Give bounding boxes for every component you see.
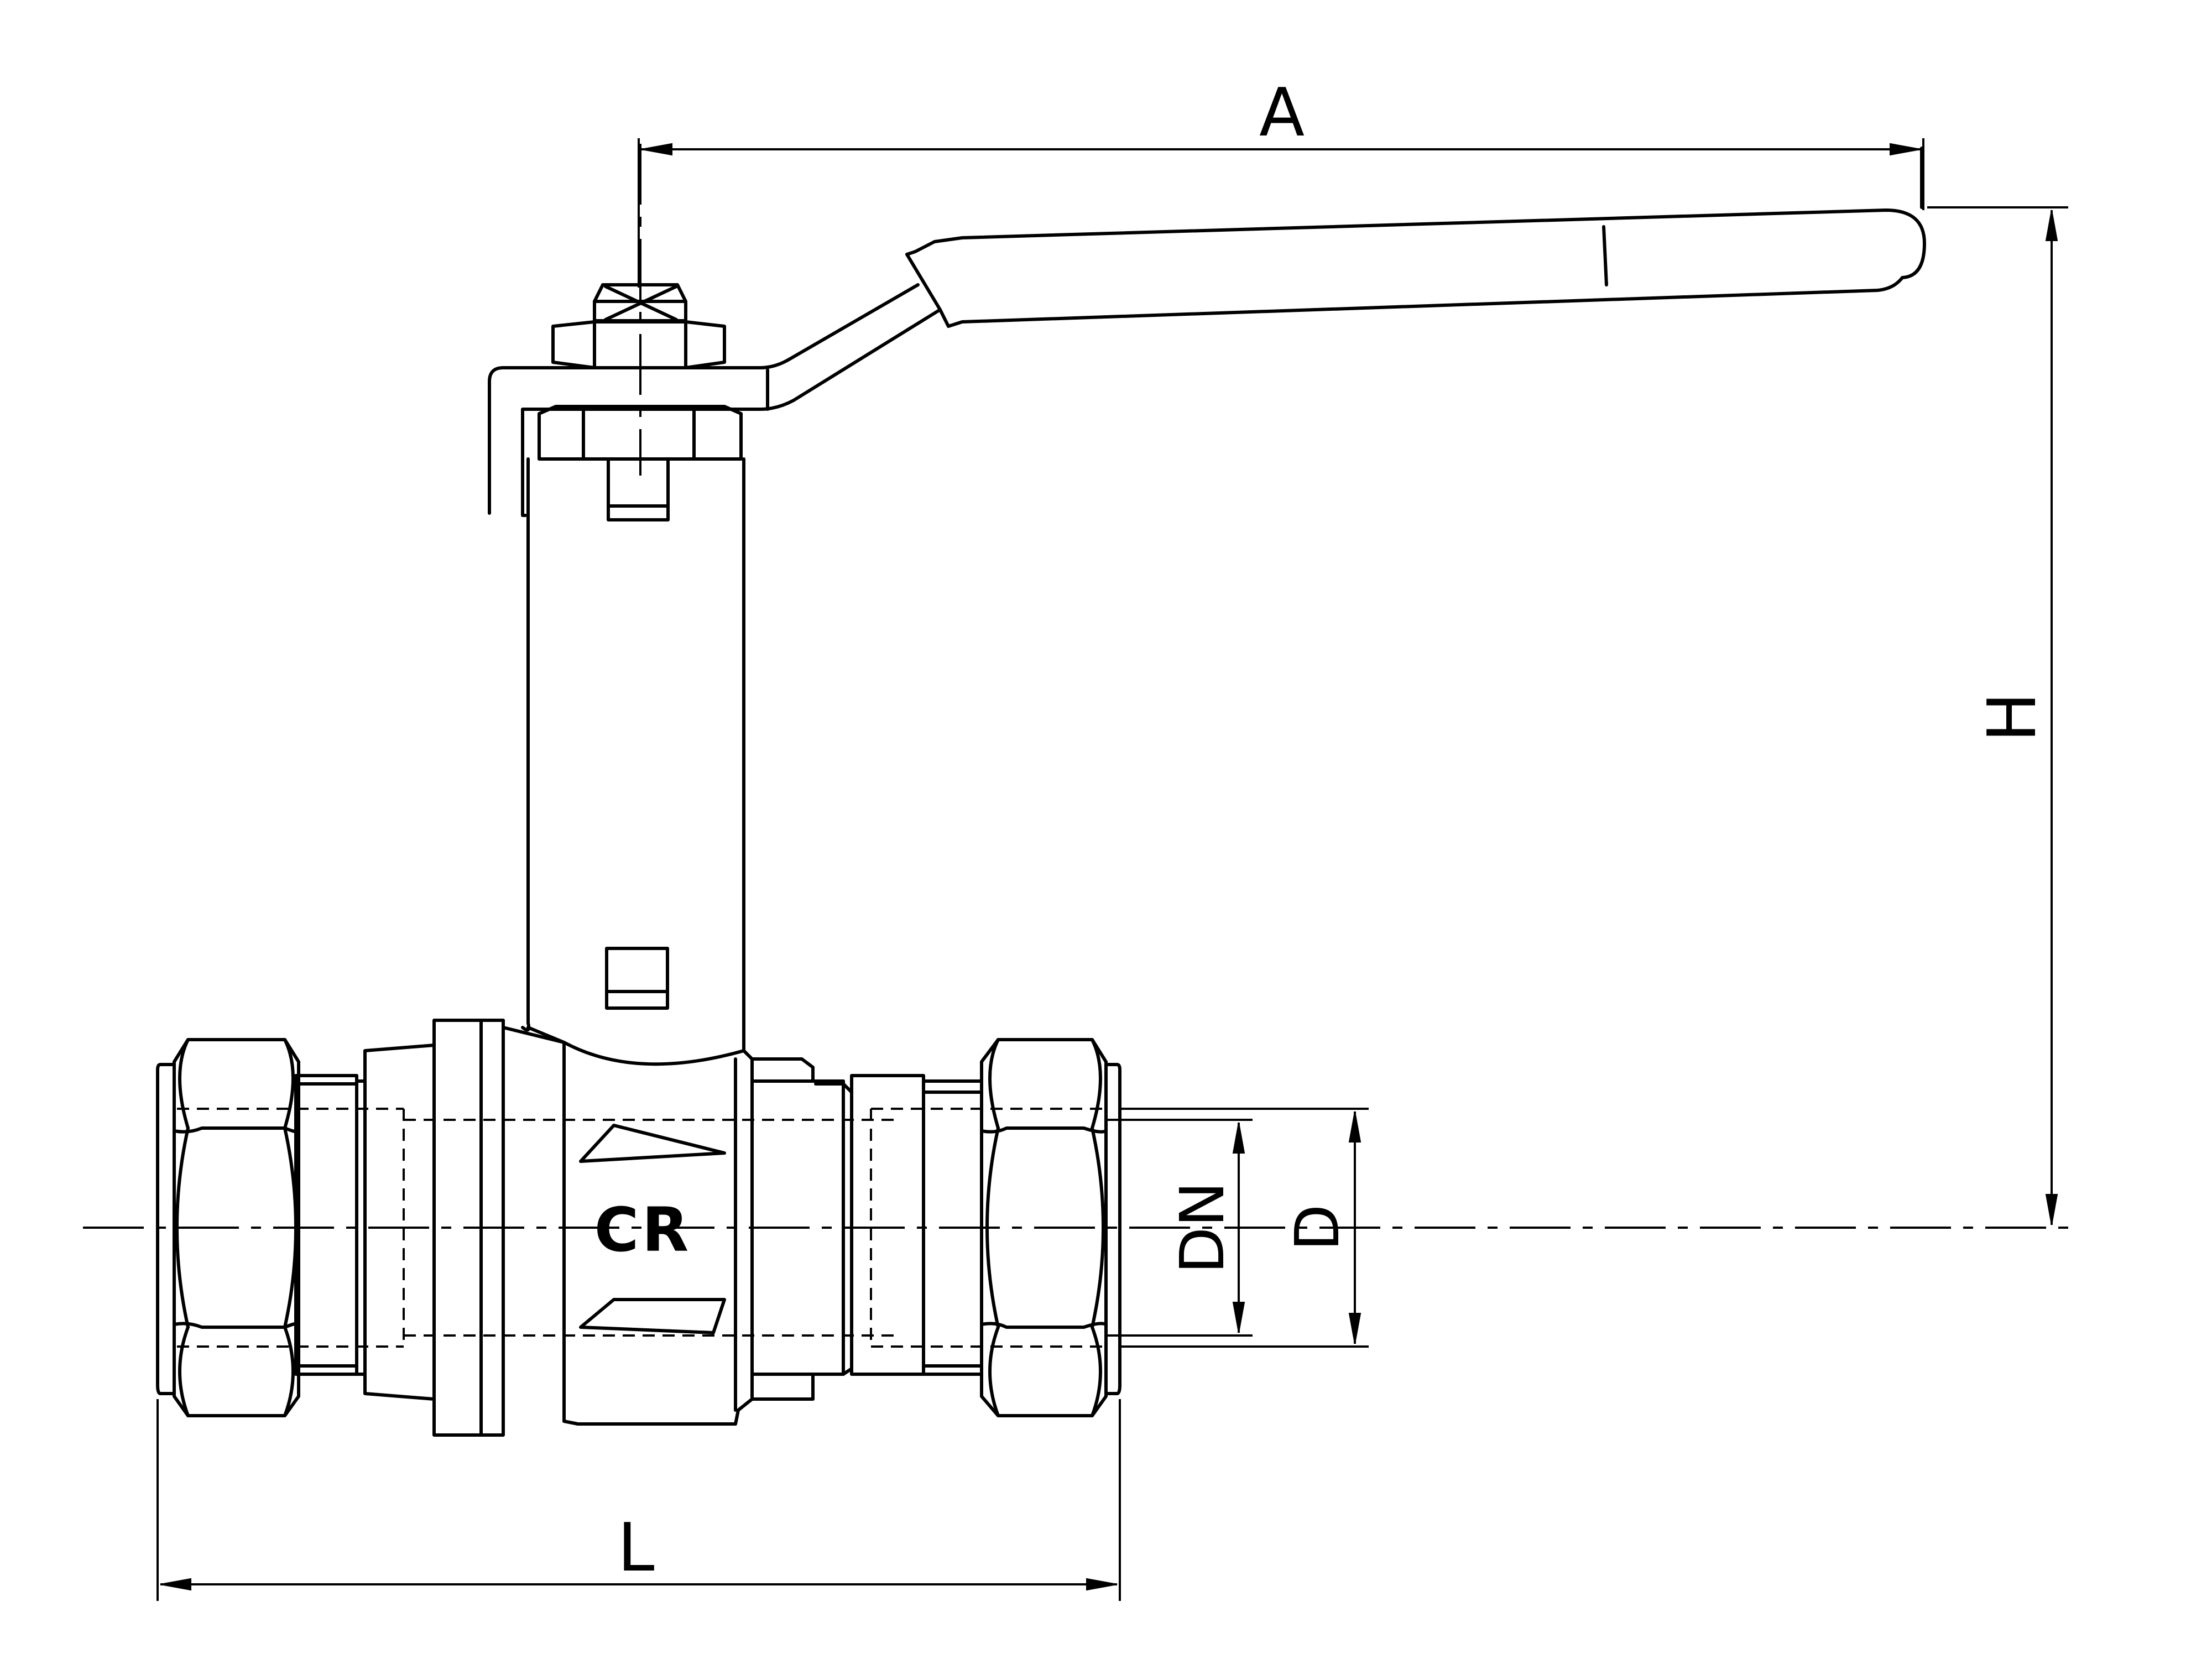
stem-nut — [538, 405, 743, 461]
dimension-h-label: H — [1974, 692, 2051, 742]
dimension-dn-label: DN — [1167, 1182, 1238, 1274]
dimension-dn: DN — [1106, 1119, 1253, 1337]
dimension-h: H — [1927, 206, 2068, 1225]
left-coupling — [156, 1038, 436, 1417]
dimension-l: L — [156, 1399, 1121, 1601]
dimension-d-label: D — [1282, 1204, 1353, 1251]
dimension-a-label: A — [1259, 75, 1305, 152]
logo-left-letter: C — [594, 1194, 639, 1265]
hidden-bore-lines — [177, 1108, 1106, 1348]
handle-mark-line — [1602, 225, 1608, 286]
dimension-a: A — [638, 75, 1924, 288]
extension-stem — [521, 457, 745, 1052]
centerlines — [83, 144, 2068, 1229]
top-nut — [551, 283, 726, 369]
logo-right-letter: R — [642, 1194, 689, 1265]
dimension-l-label: L — [618, 1510, 655, 1587]
dimension-d: D — [1120, 1108, 1369, 1348]
